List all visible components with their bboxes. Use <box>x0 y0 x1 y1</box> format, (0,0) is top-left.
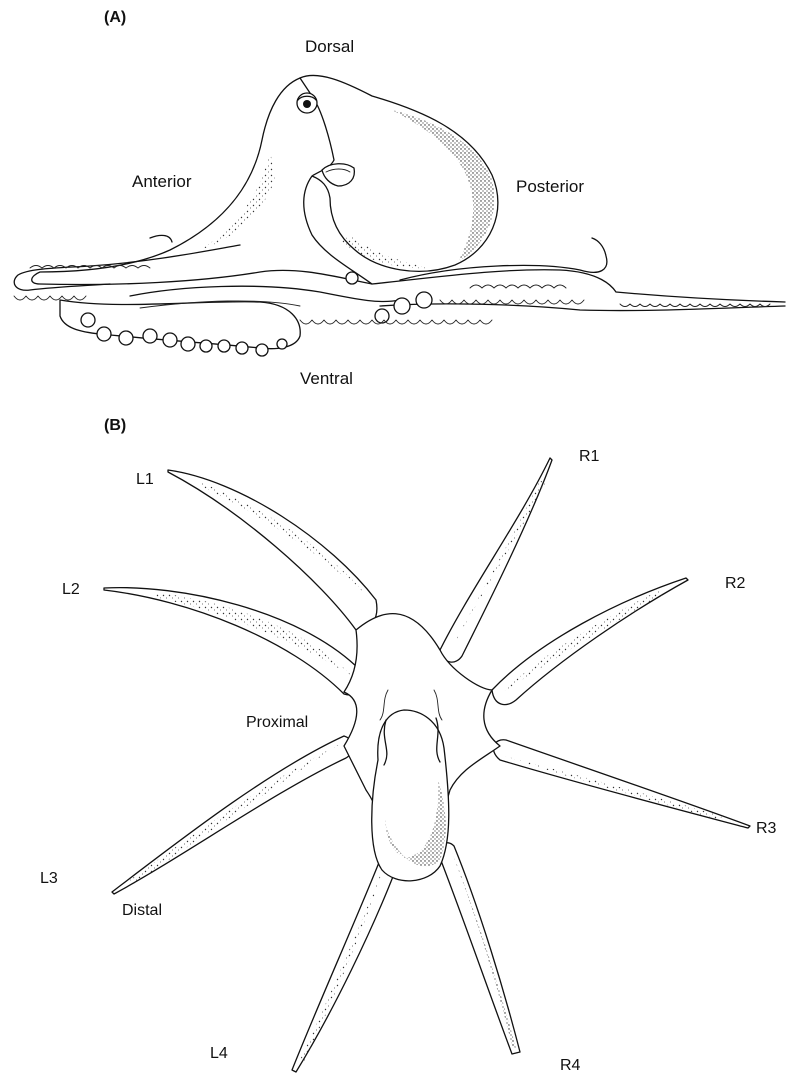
suckers-posterior-upper <box>470 285 566 288</box>
arm-r1 <box>440 458 552 662</box>
label-arm-l4: L4 <box>210 1045 228 1062</box>
label-distal: Distal <box>122 902 162 919</box>
suckers-base-row <box>300 320 492 324</box>
arm-posterior-lower <box>380 304 785 311</box>
arm-ventral-front <box>60 300 300 349</box>
suckers-lower-anterior <box>14 296 86 300</box>
label-ventral: Ventral <box>300 369 353 388</box>
label-posterior: Posterior <box>516 177 584 196</box>
arm-r3-shading <box>504 756 722 820</box>
label-arm-r2: R2 <box>725 575 746 592</box>
arm-l2 <box>104 588 362 695</box>
panel-b-label: (B) <box>104 417 126 434</box>
arm-r1-shading <box>452 480 545 648</box>
label-arm-l1: L1 <box>136 471 154 488</box>
label-arm-r1: R1 <box>579 448 600 465</box>
sucker-row-ventral <box>81 313 287 356</box>
panel-a: (A) <box>14 9 785 388</box>
arm-middle-loop <box>130 286 400 301</box>
label-anterior: Anterior <box>132 172 192 191</box>
suckers-posterior-tip <box>620 304 770 307</box>
arm-posterior-long <box>372 270 785 302</box>
label-arm-r4: R4 <box>560 1057 581 1074</box>
octopus-lateral-body <box>32 75 498 284</box>
eye-pupil <box>303 100 311 108</box>
oral-view-body <box>344 614 500 881</box>
label-arm-r3: R3 <box>756 820 777 837</box>
label-arm-l3: L3 <box>40 870 58 887</box>
label-arm-l2: L2 <box>62 581 80 598</box>
arm-anterior-tip <box>150 235 172 242</box>
panel-a-label: (A) <box>104 9 126 26</box>
label-dorsal: Dorsal <box>305 37 354 56</box>
panel-b: (B) <box>40 417 777 1074</box>
label-proximal: Proximal <box>246 714 308 731</box>
